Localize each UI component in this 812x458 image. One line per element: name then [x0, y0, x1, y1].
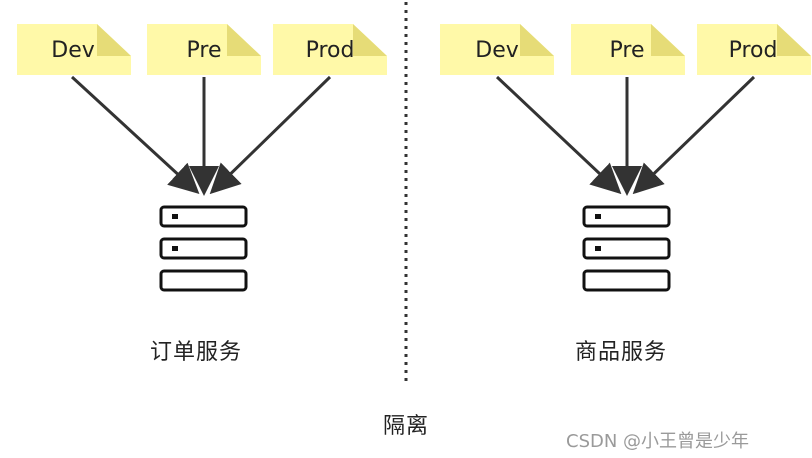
arrows-right: [495, 75, 756, 196]
arrow-dev-to-product: [495, 75, 622, 195]
arrows-left: [70, 75, 332, 196]
env-label: Dev: [51, 38, 95, 63]
env-note-pre-right: Pre: [571, 24, 685, 75]
env-label: Pre: [187, 38, 222, 63]
server-stack-icon: [159, 205, 248, 292]
watermark-text: CSDN @小王曾是少年: [566, 431, 750, 452]
env-note-prod-left: Prod: [273, 24, 387, 75]
arrow-prod-to-product: [632, 75, 756, 195]
env-label: Dev: [475, 38, 519, 63]
env-note-prod-right: Prod: [697, 24, 811, 75]
server-stack-icon: [582, 205, 671, 292]
isolation-label: 隔离: [383, 414, 430, 439]
service-label-order: 订单服务: [150, 340, 243, 365]
arrow-dev-to-order: [70, 75, 200, 195]
env-label: Prod: [729, 38, 778, 63]
arrow-prod-to-order: [209, 75, 332, 195]
service-label-product: 商品服务: [575, 340, 668, 365]
env-label: Prod: [306, 38, 355, 63]
env-note-dev-left: Dev: [17, 24, 131, 75]
env-label: Pre: [610, 38, 645, 63]
env-note-dev-right: Dev: [440, 24, 554, 75]
env-note-pre-left: Pre: [147, 24, 261, 75]
